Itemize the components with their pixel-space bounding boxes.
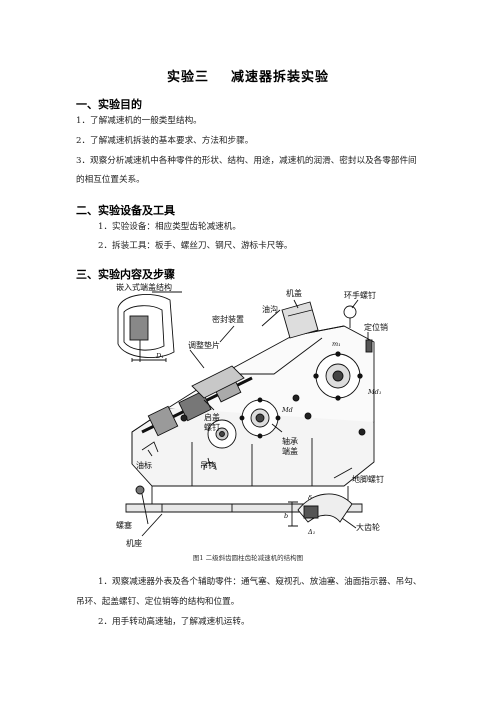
label-cap-screw-2: 螺钉 — [204, 422, 220, 432]
section-heading-equipment: 二、实验设备及工具 — [76, 204, 175, 217]
symbol-d1: D₁ — [155, 352, 164, 360]
objective-item-2: 2．了解减速机拆装的基本要求、方法和步骤。 — [76, 136, 254, 146]
label-end-cap: 端盖 — [282, 446, 298, 456]
symbol-m1: m₁ — [332, 340, 341, 348]
objective-item-3: 3．观察分析减速机中各种零件的形状、结构、用途，减速机的润滑、密封以及各零部件间 — [76, 156, 417, 166]
gear-reducer-figure: 嵌入式端盖结构 机盖 环手螺钉 油沟 密封装置 定位销 调整垫片 启盖 螺钉 轴… — [116, 282, 388, 548]
label-seal: 密封装置 — [212, 314, 244, 324]
page-title: 实验三 减速器拆装实验 — [0, 66, 496, 85]
label-locating-pin: 定位销 — [364, 322, 388, 332]
symbol-md: Md — [281, 406, 293, 414]
symbol-b: b — [284, 512, 288, 520]
label-cap-screw-1: 启盖 — [204, 412, 220, 422]
label-anchor-bolt: 地脚螺钉 — [352, 474, 384, 484]
section-heading-procedure: 三、实验内容及步骤 — [76, 268, 175, 281]
symbol-delta: δ — [308, 494, 312, 502]
label-big-gear: 大齿轮 — [356, 522, 380, 532]
symbol-md1: Md₁ — [367, 388, 381, 396]
label-shim: 调整垫片 — [188, 340, 220, 350]
label-base: 机座 — [126, 538, 142, 548]
label-hook: 吊钩 — [200, 460, 216, 470]
label-embedded-end-cap: 嵌入式端盖结构 — [116, 282, 172, 292]
procedure-item-1-cont: 吊环、起盖螺钉、定位销等的结构和位置。 — [76, 597, 240, 607]
label-ring-screw: 环手螺钉 — [344, 290, 376, 300]
objective-item-3-cont: 的相互位置关系。 — [76, 175, 145, 185]
objective-item-1: 1．了解减速机的一般类型结构。 — [76, 116, 202, 126]
title-experiment-name: 减速器拆装实验 — [231, 70, 330, 85]
label-plug: 螺塞 — [116, 520, 132, 530]
procedure-item-1: 1．观察减速器外表及各个辅助零件：通气塞、窥视孔、放油塞、油面指示器、吊勾、 — [98, 577, 422, 587]
title-experiment-number: 实验三 — [166, 70, 209, 85]
figure-caption: 图1 二级斜齿圆柱齿轮减速机的结构图 — [192, 554, 304, 562]
label-cover: 机盖 — [286, 288, 302, 298]
label-oil-groove: 油沟 — [262, 304, 278, 314]
section-heading-objectives: 一、实验目的 — [76, 98, 142, 111]
label-bearing: 轴承 — [282, 436, 298, 446]
label-dipstick: 油标 — [136, 460, 152, 470]
symbol-delta1: Δ₁ — [307, 528, 315, 536]
procedure-item-2: 2．用手转动高速轴，了解减速机运转。 — [98, 617, 250, 627]
equipment-item-1: 1．实验设备：相应类型齿轮减速机。 — [98, 222, 241, 232]
equipment-item-2: 2．拆装工具：板手、螺丝刀、钢尺、游标卡尺等。 — [98, 241, 293, 251]
